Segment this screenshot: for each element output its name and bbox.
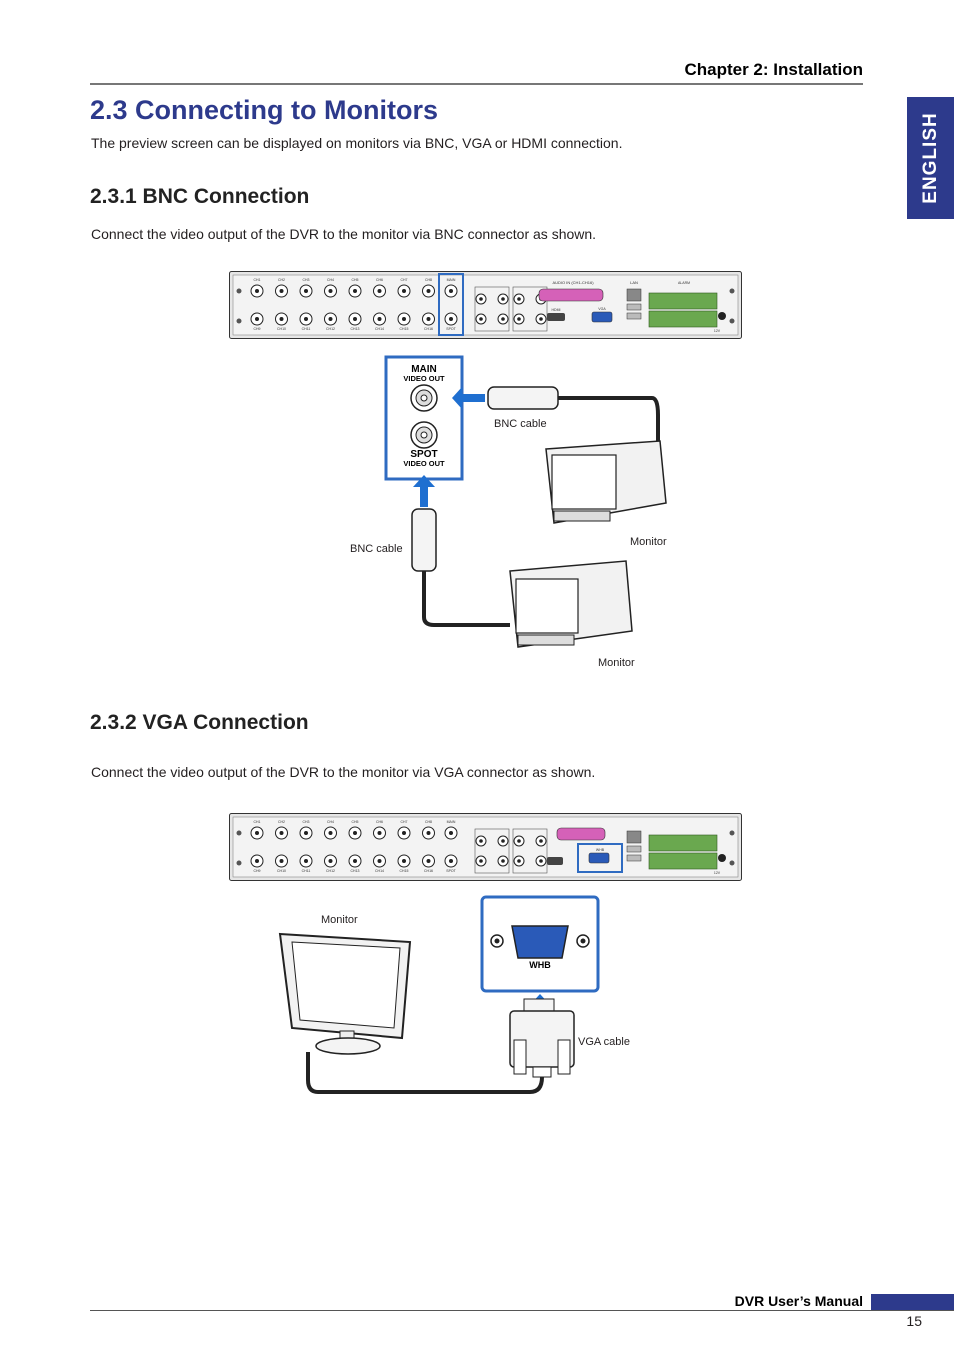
channel-label: CH8: [425, 278, 432, 282]
panel-power-label: 12V: [714, 329, 721, 333]
whb-port-label: WHB: [529, 960, 551, 970]
panel-power-label-2: 12V: [714, 871, 721, 875]
vga-heading: 2.3.2 VGA Connection: [90, 711, 309, 734]
channel-label: CH10: [277, 327, 286, 331]
channel-label: CH6: [376, 820, 383, 824]
channel-label: CH6: [376, 278, 383, 282]
spot-label: SPOT: [410, 449, 437, 460]
section-heading: 2.3 Connecting to Monitors: [90, 95, 438, 125]
channel-label: CH12: [326, 869, 335, 873]
language-tab: ENGLISH: [907, 97, 954, 219]
channel-label: CH3: [302, 278, 309, 282]
channel-label: CH11: [302, 327, 311, 331]
channel-label: CH13: [351, 869, 360, 873]
channel-label: CH2: [278, 820, 285, 824]
channel-label: CH14: [375, 327, 384, 331]
spot-panel-label: SPOT: [446, 869, 456, 873]
footer-manual-title: DVR User’s Manual: [734, 1293, 863, 1309]
channel-label: CH3: [302, 820, 309, 824]
page-number: 15: [906, 1313, 922, 1329]
channel-label: CH16: [424, 327, 433, 331]
panel-hdmi-label: HDMI: [552, 308, 561, 312]
channel-label: CH4: [327, 820, 334, 824]
chapter-title: Chapter 2: Installation: [684, 60, 863, 79]
channel-label: CH7: [400, 278, 407, 282]
bnc-connection-diagram: MAIN VIDEO OUT SPOT VIDEO OUT: [384, 355, 667, 648]
header-rule: [90, 83, 863, 85]
channel-label: CH5: [351, 278, 358, 282]
bnc-cable-label-top: BNC cable: [494, 418, 547, 430]
channel-label: CH7: [400, 820, 407, 824]
channel-label: CH9: [253, 327, 260, 331]
spot-video-out-label: VIDEO OUT: [403, 459, 445, 468]
main-label: MAIN: [411, 364, 437, 375]
monitor-label-upper: Monitor: [630, 536, 667, 548]
channel-label: CH10: [277, 869, 286, 873]
footer-accent-bar: [871, 1294, 954, 1310]
channel-label: CH5: [351, 820, 358, 824]
channel-label: CH4: [327, 278, 334, 282]
main-panel-label: MAIN: [447, 820, 456, 824]
channel-label: CH8: [425, 820, 432, 824]
panel-vga-label: VGA: [598, 307, 606, 311]
channel-label: CH14: [375, 869, 384, 873]
vga-cable-label: VGA cable: [578, 1036, 630, 1048]
panel-audio-in-label: AUDIO IN (CH1-CH16): [552, 280, 594, 285]
main-panel-label: MAIN: [447, 278, 456, 282]
monitor-label-lower: Monitor: [598, 657, 635, 669]
bnc-cable-label-left: BNC cable: [350, 543, 403, 555]
channel-label: CH11: [302, 869, 311, 873]
vga-paragraph: Connect the video output of the DVR to t…: [91, 764, 596, 780]
channel-label: CH16: [424, 869, 433, 873]
bnc-heading: 2.3.1 BNC Connection: [90, 185, 310, 208]
channel-label: CH15: [400, 869, 409, 873]
channel-label: CH13: [351, 327, 360, 331]
panel-lan-label: LAN: [630, 280, 638, 285]
bnc-paragraph: Connect the video output of the DVR to t…: [91, 226, 597, 242]
vga-connection-diagram: WHB: [278, 895, 600, 1094]
main-video-out-label: VIDEO OUT: [403, 374, 445, 383]
channel-label: CH12: [326, 327, 335, 331]
language-tab-label: ENGLISH: [919, 112, 941, 204]
panel-alarm-label: ALARM: [678, 281, 690, 285]
panel-whb-label: WHB: [596, 848, 605, 852]
channel-label: CH2: [278, 278, 285, 282]
channel-label: CH9: [253, 869, 260, 873]
spot-panel-label: SPOT: [446, 327, 456, 331]
channel-label: CH1: [253, 820, 260, 824]
vga-monitor-label: Monitor: [321, 914, 358, 926]
intro-paragraph: The preview screen can be displayed on m…: [91, 135, 623, 151]
footer-rule: [90, 1310, 954, 1311]
channel-label: CH15: [400, 327, 409, 331]
channel-label: CH1: [253, 278, 260, 282]
